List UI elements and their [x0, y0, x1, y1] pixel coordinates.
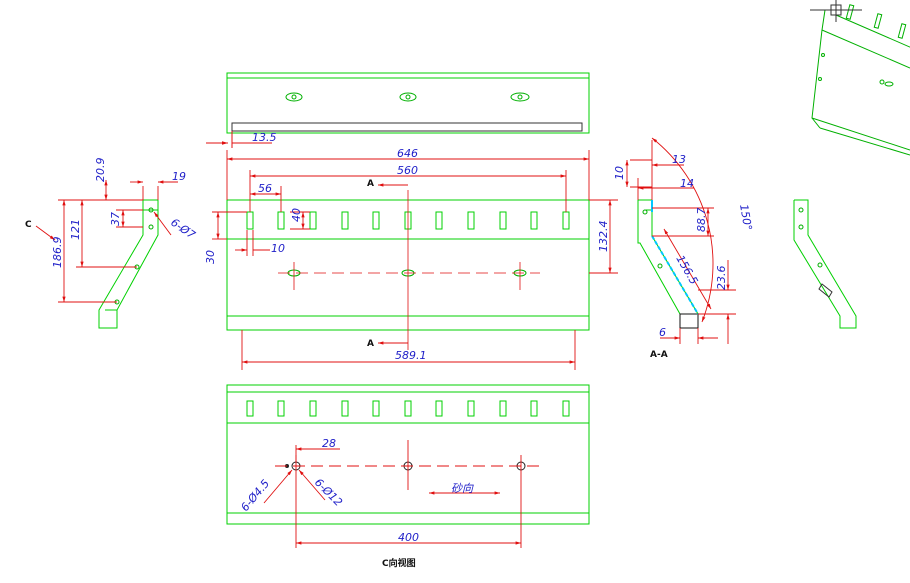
dim-slot-pitch-span: 560	[397, 164, 418, 177]
right-view-slot	[818, 283, 833, 298]
dim-direction: 砂向	[451, 482, 474, 495]
dim-slot-width: 10	[271, 242, 285, 255]
dim-total-height: 186.9	[51, 237, 64, 269]
front-view-slots	[246, 211, 570, 230]
dim-hole-span: 589.1	[395, 349, 427, 362]
dim-arm-height: 121	[69, 219, 82, 240]
dim-slope-length: 156.5	[673, 253, 700, 287]
section-foot	[679, 313, 699, 329]
left-view-hole	[148, 224, 154, 230]
bottom-view-title: C向视图	[382, 557, 416, 569]
section-title: A-A	[650, 350, 668, 360]
top-view-dim-13.5: 13.5	[206, 131, 277, 148]
dim-angle: 150°	[737, 203, 754, 231]
bottom-view	[226, 384, 590, 525]
section-dims	[625, 137, 736, 344]
dim-slot-offset: 56	[258, 182, 272, 195]
dim-foot-height: 23.6	[715, 266, 728, 291]
dim-top-margin: 10	[613, 166, 626, 180]
dim-inner-height: 88.7	[695, 208, 708, 233]
view-arrow-c: C	[25, 220, 32, 230]
section-view-hole	[657, 263, 663, 269]
right-view-hole	[817, 262, 823, 268]
left-view-hole	[148, 207, 154, 213]
isometric-view	[811, 0, 910, 156]
dim-slot-height: 40	[290, 208, 303, 222]
left-view	[98, 199, 159, 329]
dim-top-offset: 20.9	[94, 158, 107, 183]
section-view	[637, 199, 699, 315]
dim-hole-spacing: 400	[398, 531, 419, 544]
right-view-hole	[798, 224, 804, 230]
section-mark-top: A	[367, 179, 374, 189]
dim-slot-holes: 6-Ø4.5	[238, 477, 272, 514]
dim-holes: 6-Ø7	[168, 216, 197, 242]
top-view	[226, 72, 590, 134]
top-view-outline	[226, 72, 590, 134]
crosshair-cursor	[810, 0, 862, 22]
top-view-hole	[285, 92, 530, 102]
dim-top-width: 19	[172, 170, 186, 183]
dim-overall-length: 646	[397, 147, 418, 160]
front-view-centerlines	[278, 190, 540, 350]
dim-hole-offset: 28	[322, 437, 336, 450]
dim-hole-drop: 37	[109, 212, 122, 226]
bottom-view-slots	[246, 400, 570, 417]
section-mark-bottom: A	[367, 339, 374, 349]
bottom-view-outline	[226, 384, 590, 525]
dim-foot-width: 6	[659, 326, 666, 339]
dim-width-14: 14	[680, 177, 694, 190]
bottom-dims	[263, 440, 545, 548]
dim-offset-13: 13	[672, 153, 686, 166]
left-dims	[35, 180, 178, 303]
dim-hole-dia: 6-Ø12	[312, 476, 345, 509]
right-view	[793, 199, 857, 329]
top-view-flange	[231, 122, 583, 132]
dim-height: 132.4	[597, 221, 610, 253]
right-view-hole	[798, 207, 804, 213]
section-view-hole	[642, 209, 648, 215]
dim-edge-offset: 13.5	[252, 131, 277, 144]
dim-slot-bottom: 30	[204, 250, 217, 264]
front-dims	[212, 150, 618, 370]
